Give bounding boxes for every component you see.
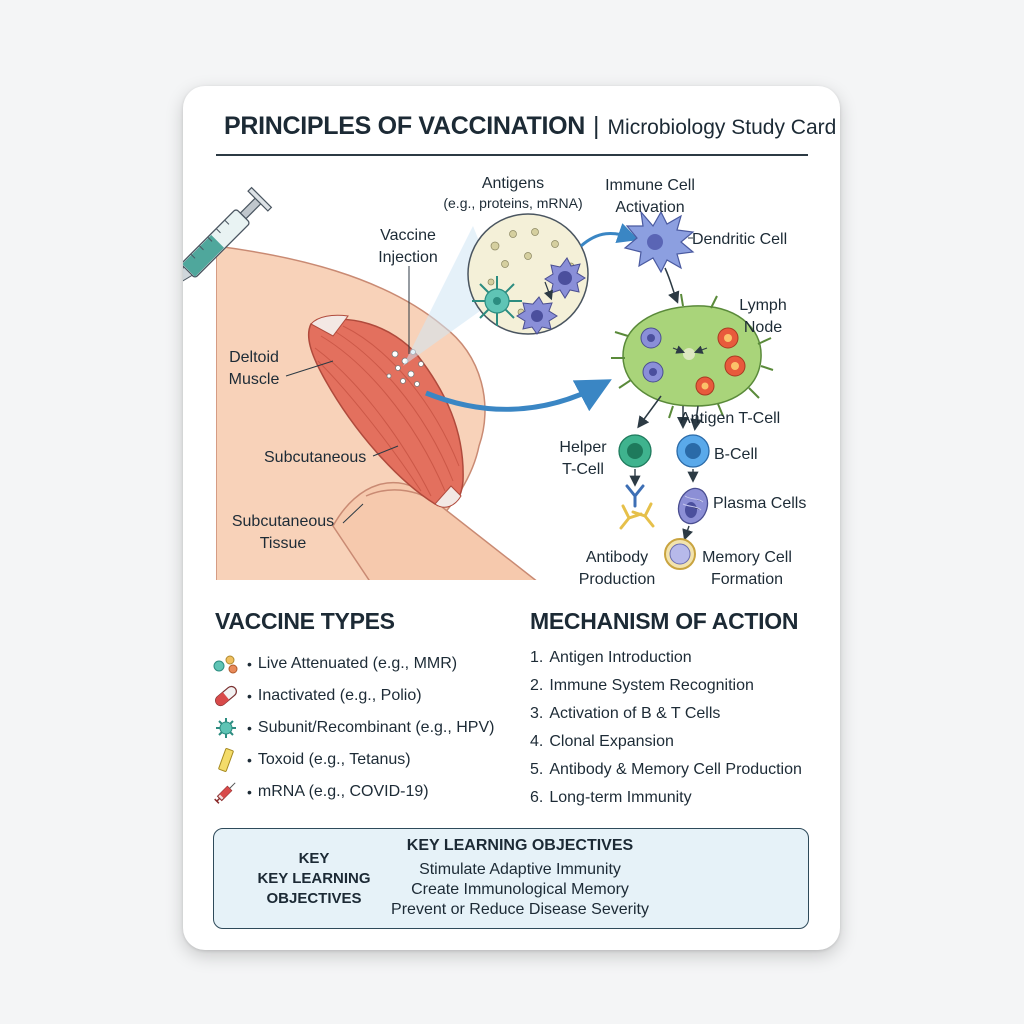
label-lymph: Lymph [739,297,786,314]
label-node: Node [744,319,782,336]
list-item: • Live Attenuated (e.g., MMR) [211,648,511,680]
vaccine-type-label: Inactivated (e.g., Polio) [257,687,422,704]
objectives-side-label: KEY KEY LEARNING OBJECTIVES [257,850,371,907]
lymph-output-arrows [637,395,703,431]
plasma-cell [677,487,709,525]
virus-icon [216,718,236,738]
upper-arm-skin [332,481,537,580]
label-memory-cell: Memory Cell [702,549,792,566]
label-subcutaneous-2: Subcutaneous [232,513,334,530]
list-item: 2.Immune System Recognition [530,677,754,694]
vaccine-types-title: VACCINE TYPES [215,608,395,634]
antigen-virus [472,276,522,326]
arrow-injection-to-lymph [425,379,612,412]
label-subcutaneous: Subcutaneous [264,449,366,466]
memory-cell [664,538,696,570]
label-muscle: Muscle [229,371,280,388]
toxoid-bar-icon [218,748,234,772]
antibody-yellow-1 [619,504,643,530]
card-header: PRINCIPLES OF VACCINATION | Microbiology… [224,112,836,152]
label-tissue: Tissue [260,535,307,552]
arrow-to-lymph [664,267,680,304]
list-item: • mRNA (e.g., COVID-19) [211,776,511,808]
list-item: Create Immunological Memory [411,881,629,898]
list-item: • Toxoid (e.g., Tetanus) [211,744,511,776]
header-divider [216,154,808,156]
vaccine-type-label: Live Attenuated (e.g., MMR) [257,655,458,672]
label-antigens-examples: (e.g., proteins, mRNA) [443,195,582,211]
list-item: 4.Clonal Expansion [530,733,674,750]
antibody-yellow-2 [631,502,655,528]
label-formation: Formation [711,571,783,588]
label-vaccine: Vaccine [380,227,436,244]
label-antigen-t-cell: Antigen T-Cell [680,410,780,427]
title-separator: | [593,112,600,140]
label-antigens: Antigens [482,175,544,192]
label-injection: Injection [378,249,438,266]
objectives-list: Stimulate Adaptive Immunity Create Immun… [364,860,676,920]
study-card: PRINCIPLES OF VACCINATION | Microbiology… [183,86,840,950]
objectives-heading: KEY LEARNING OBJECTIVES [406,837,634,854]
antigen-zoom-circle [467,213,589,335]
mechanism-title: MECHANISM OF ACTION [530,608,799,634]
list-item: • Inactivated (e.g., Polio) [211,680,511,712]
label-activation: Activation [615,199,684,216]
vaccine-type-label: Toxoid (e.g., Tetanus) [257,751,411,768]
arrow-to-dendritic [580,223,639,248]
label-production: Production [579,571,656,588]
card-title: PRINCIPLES OF VACCINATION [224,112,586,140]
label-dendritic-cell: Dendritic Cell [692,231,787,248]
virus-cluster-icon [213,655,238,674]
b-cell [676,434,710,468]
vaccine-types-list: • Live Attenuated (e.g., MMR) • Inactiva… [211,648,511,808]
mechanism-list: 1.Antigen Introduction 2.Immune System R… [530,644,830,812]
antigen-presenting-cell [544,257,586,299]
list-item: 3.Activation of B & T Cells [530,705,721,722]
list-item: 6.Long-term Immunity [530,789,692,806]
card-subtitle: Microbiology Study Card [607,116,837,139]
syringe-illustration [183,186,273,283]
antigen-cell-2 [516,296,558,335]
dendritic-cell [623,210,695,274]
label-deltoid: Deltoid [229,349,279,366]
list-item: 1.Antigen Introduction [530,649,692,666]
deltoid-muscle [307,314,464,508]
helper-t-cell [618,434,652,468]
list-item: 5.Antibody & Memory Cell Production [530,761,802,778]
label-plasma-cells: Plasma Cells [713,495,806,512]
diagram-labels: Antigens (e.g., proteins, mRNA) Immune C… [229,175,807,588]
label-t-cell: T-Cell [562,461,604,478]
vaccine-type-label: Subunit/Recombinant (e.g., HPV) [257,719,495,736]
list-item: Prevent or Reduce Disease Severity [391,901,649,918]
label-helper: Helper [559,439,607,456]
label-b-cell: B-Cell [714,446,758,463]
label-antibody: Antibody [586,549,648,566]
vaccination-diagram: Antigens (e.g., proteins, mRNA) Immune C… [183,175,807,588]
list-item: Stimulate Adaptive Immunity [419,861,621,878]
list-item: • Subunit/Recombinant (e.g., HPV) [211,712,511,744]
learning-objectives-box: KEY KEY LEARNING OBJECTIVES KEY LEARNING… [213,828,809,929]
vaccine-type-label: mRNA (e.g., COVID-19) [257,783,429,800]
syringe-icon [214,782,236,804]
lymph-node [611,293,774,419]
capsule-icon [215,685,237,707]
antibody-blue [625,484,645,508]
label-immune-cell: Immune Cell [605,177,695,194]
leader-lines [285,266,410,524]
